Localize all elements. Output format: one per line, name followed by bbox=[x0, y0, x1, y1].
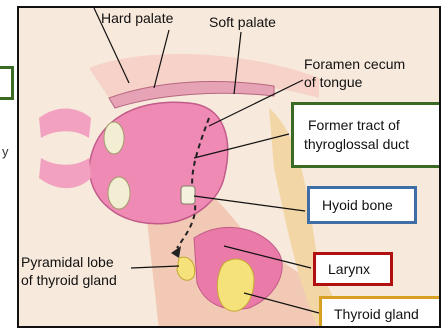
hyoid-box: Hyoid bone bbox=[307, 186, 417, 224]
label-pyramidal-line1: Pyramidal lobe bbox=[21, 254, 114, 271]
label-larynx: Larynx bbox=[328, 261, 370, 278]
label-former-line2: thyroglossal duct bbox=[304, 136, 409, 153]
label-former-line1: Former tract of bbox=[308, 117, 400, 134]
left-strip: y bbox=[0, 0, 14, 330]
upper-tooth bbox=[104, 122, 124, 154]
label-pyramidal-line2: of thyroid gland bbox=[21, 272, 117, 289]
figure-frame: Hard palate Soft palate Foramen cecum of… bbox=[17, 6, 441, 328]
label-hyoid: Hyoid bone bbox=[322, 197, 393, 214]
hyoid-shape bbox=[181, 186, 195, 204]
left-strip-text: y bbox=[2, 144, 9, 159]
label-soft-palate: Soft palate bbox=[209, 14, 276, 31]
larynx-box: Larynx bbox=[313, 252, 393, 286]
label-foramen-line2: of tongue bbox=[304, 74, 362, 91]
former-tract-box: Former tract of thyroglossal duct bbox=[291, 102, 441, 168]
thyroid-box: Thyroid gland bbox=[319, 296, 441, 328]
label-thyroid: Thyroid gland bbox=[334, 306, 419, 323]
label-foramen-line1: Foramen cecum bbox=[304, 56, 405, 73]
left-green-box bbox=[0, 66, 14, 100]
lower-tooth bbox=[108, 177, 130, 209]
label-hard-palate: Hard palate bbox=[101, 10, 173, 27]
